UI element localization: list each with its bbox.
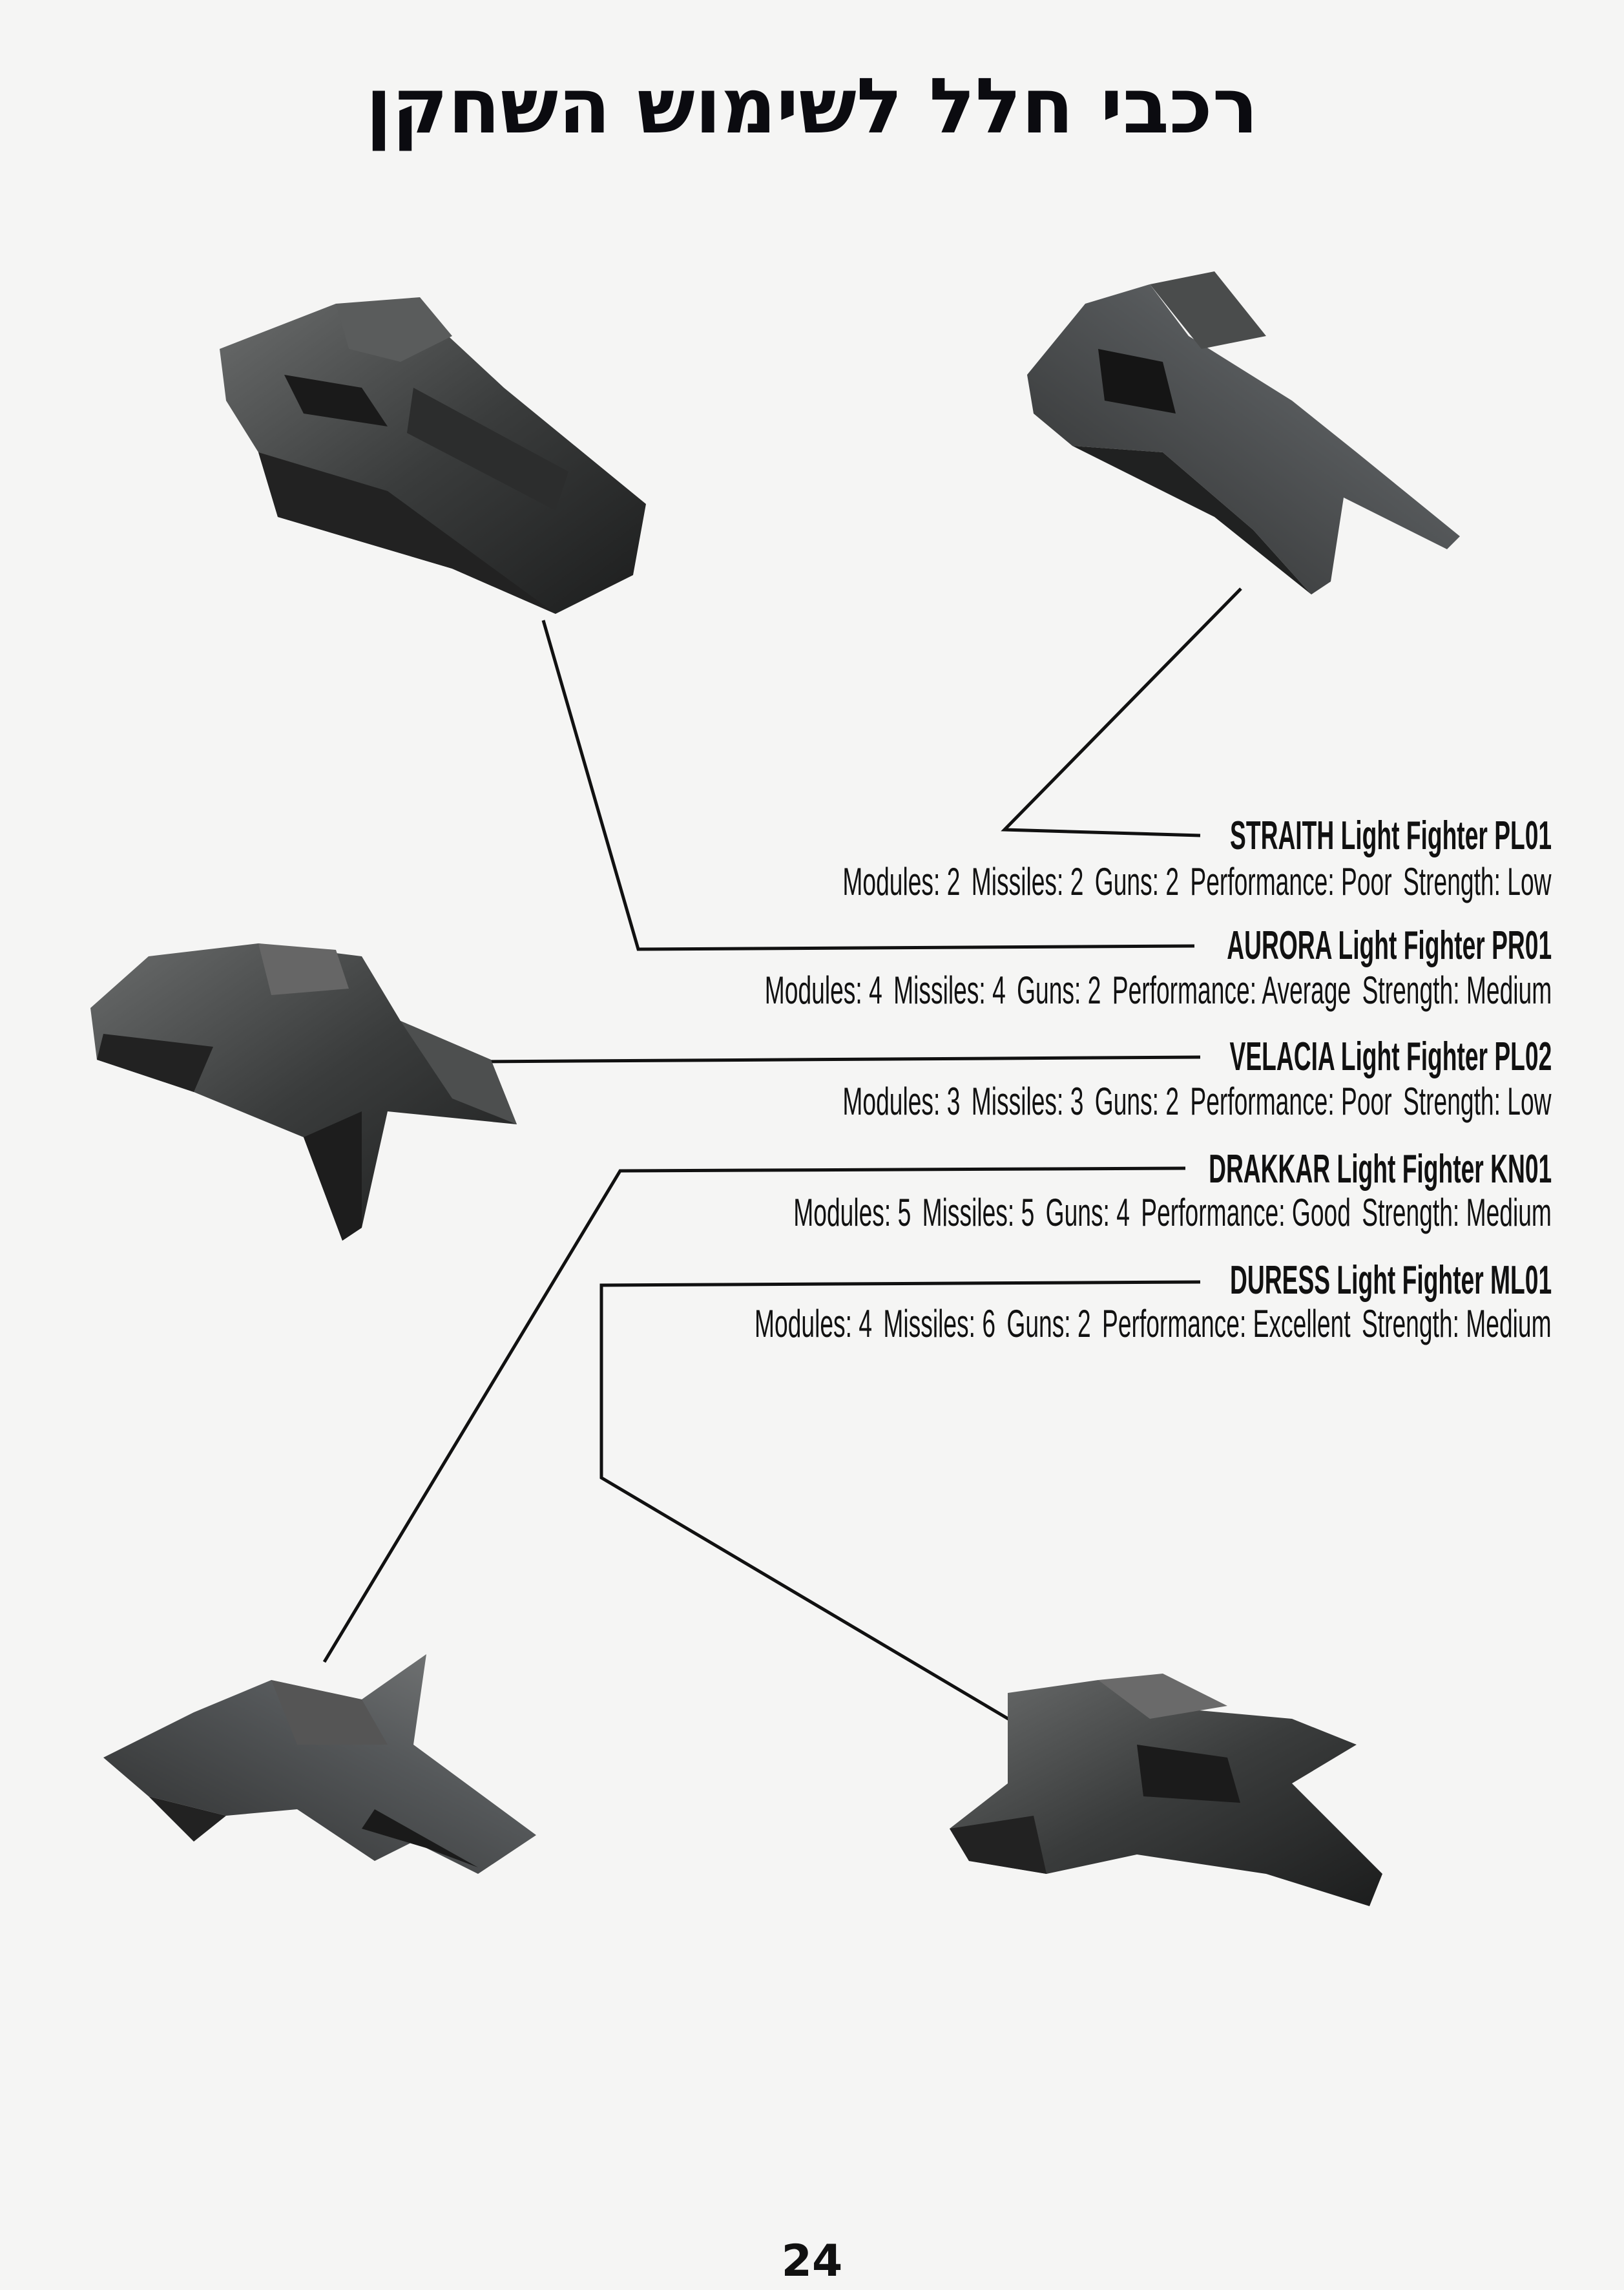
guns-label: Guns:	[1006, 1302, 1072, 1345]
missiles-value: 4	[992, 969, 1006, 1012]
performance-value: Excellent	[1253, 1302, 1351, 1345]
leader-line-duress	[599, 1280, 1201, 1722]
performance-label: Performance:	[1190, 1080, 1335, 1123]
performance-label: Performance:	[1112, 969, 1256, 1012]
leader-line-velacia	[474, 1055, 1201, 1064]
strength-label: Strength:	[1362, 1191, 1460, 1234]
missiles-value: 6	[982, 1302, 996, 1345]
modules-value: 2	[947, 860, 961, 903]
page-title: רכבי חלל לשימוש השחקן	[366, 61, 1258, 151]
ship-name-duress: DURESS Light Fighter ML01	[1229, 1258, 1552, 1303]
ship-aurora-image	[220, 297, 646, 614]
performance-value: Poor	[1341, 1080, 1393, 1123]
ship-name-straith: STRAITH Light Fighter PL01	[1229, 814, 1552, 858]
guns-value: 2	[1165, 860, 1180, 903]
missiles-label: Missiles:	[972, 860, 1064, 903]
performance-value: Good	[1292, 1191, 1351, 1234]
strength-value: Low	[1507, 1080, 1552, 1123]
missiles-label: Missiles:	[883, 1302, 976, 1345]
performance-label: Performance:	[1190, 860, 1335, 903]
missiles-label: Missiles:	[922, 1191, 1015, 1234]
missiles-value: 5	[1021, 1191, 1035, 1234]
modules-value: 3	[947, 1080, 961, 1123]
page-number: 24	[781, 2236, 843, 2287]
strength-value: Low	[1507, 860, 1552, 903]
missiles-label: Missiles:	[972, 1080, 1064, 1123]
guns-value: 4	[1116, 1191, 1130, 1234]
ship-duress-image	[950, 1674, 1382, 1906]
modules-label: Modules:	[764, 969, 862, 1012]
ship-name-aurora: AURORA Light Fighter PR01	[1227, 923, 1552, 968]
guns-value: 2	[1165, 1080, 1180, 1123]
guns-label: Guns:	[1095, 860, 1160, 903]
guns-label: Guns:	[1095, 1080, 1160, 1123]
modules-label: Modules:	[842, 860, 941, 903]
guns-value: 2	[1087, 969, 1101, 1012]
strength-value: Medium	[1466, 969, 1552, 1012]
strength-value: Medium	[1466, 1191, 1552, 1234]
ship-name-drakkar: DRAKKAR Light Fighter KN01	[1208, 1147, 1552, 1192]
guns-label: Guns:	[1045, 1191, 1110, 1234]
performance-value: Poor	[1341, 860, 1393, 903]
guns-label: Guns:	[1016, 969, 1081, 1012]
modules-value: 5	[897, 1191, 911, 1234]
strength-value: Medium	[1466, 1302, 1552, 1345]
modules-value: 4	[859, 1302, 873, 1345]
ship-name-velacia: VELACIA Light Fighter PL02	[1229, 1035, 1552, 1079]
modules-label: Modules:	[793, 1191, 891, 1234]
performance-label: Performance:	[1102, 1302, 1247, 1345]
performance-label: Performance:	[1141, 1191, 1286, 1234]
missiles-value: 3	[1070, 1080, 1084, 1123]
leader-line-straith	[1001, 587, 1242, 837]
ship-straith-image	[1027, 271, 1460, 594]
strength-label: Strength:	[1403, 860, 1501, 903]
leader-lines	[322, 587, 1242, 1722]
performance-value: Average	[1262, 969, 1351, 1012]
missiles-value: 2	[1070, 860, 1084, 903]
modules-label: Modules:	[842, 1080, 941, 1123]
modules-label: Modules:	[755, 1302, 853, 1345]
ship-velacia-image	[90, 943, 517, 1241]
modules-value: 4	[868, 969, 882, 1012]
strength-label: Strength:	[1362, 969, 1460, 1012]
leader-line-drakkar	[322, 1166, 1186, 1663]
strength-label: Strength:	[1362, 1302, 1460, 1345]
strength-label: Strength:	[1403, 1080, 1501, 1123]
ship-drakkar-image	[103, 1654, 536, 1874]
guns-value: 2	[1077, 1302, 1092, 1345]
leader-line-aurora	[541, 620, 1195, 951]
missiles-label: Missiles:	[893, 969, 986, 1012]
